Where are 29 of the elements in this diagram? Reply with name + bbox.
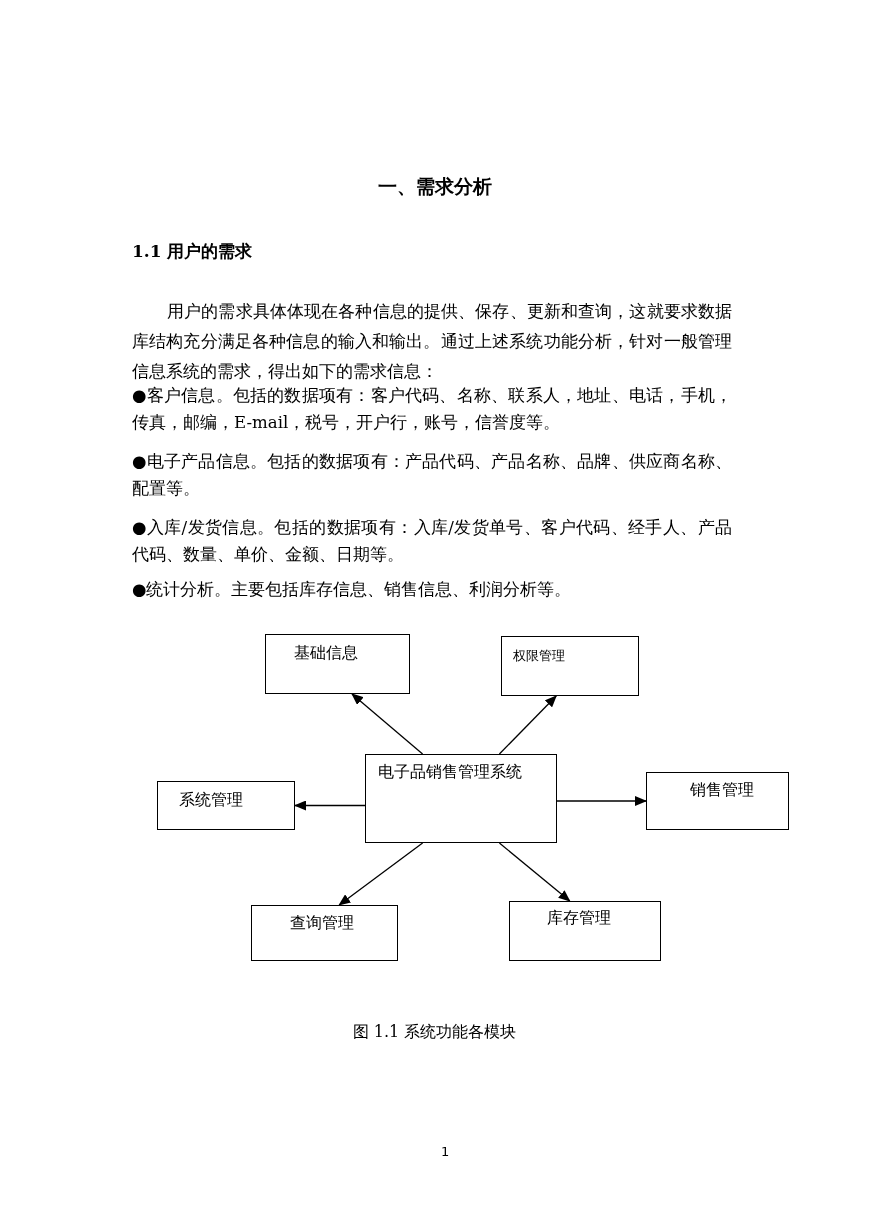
module-box	[501, 636, 639, 696]
page-number: 1	[441, 1144, 450, 1159]
arrow	[498, 695, 557, 755]
arrow	[556, 796, 647, 806]
box-label: 查询管理	[290, 913, 354, 933]
box-label: 基础信息	[294, 643, 358, 663]
arrow	[351, 693, 424, 755]
figure-caption: 图 1.1 系统功能各模块	[352, 1022, 517, 1041]
section-heading: 1.1 用户的需求	[132, 240, 253, 263]
box-label: 销售管理	[690, 780, 754, 800]
module-box	[646, 772, 789, 830]
bullet-item: ●客户信息。包括的数据项有：客户代码、名称、联系人，地址、电话，手机，传真，邮编，E-mail，税号，开户行，账号，信誉度等。	[132, 385, 732, 434]
box-label: 库存管理	[547, 908, 611, 928]
arrow	[294, 800, 366, 811]
body-paragraph: 用户的需求具体体现在各种信息的提供、保存、更新和查询，这就要求数据库结构充分满足各种信息的输入和输出。通过上述系统功能分析，针对一般管理信息系统的需求，得出如下的需求信息：	[132, 301, 732, 383]
system-box	[365, 754, 557, 843]
box-label: 电子品销售管理系统	[378, 762, 522, 782]
module-box	[265, 634, 410, 694]
module-box	[251, 905, 398, 961]
page-title: 一、需求分析	[376, 174, 493, 199]
arrow	[498, 842, 571, 902]
module-box	[509, 901, 661, 961]
box-label: 权限管理	[513, 647, 565, 665]
bullet-item: ●入库/发货信息。包括的数据项有：入库/发货单号、客户代码、经手人、产品代码、数量、单价、金额、日期等。	[132, 517, 732, 566]
box-label: 系统管理	[179, 790, 243, 810]
bullet-item: ●电子产品信息。包括的数据项有：产品代码、产品名称、品牌、供应商名称、配置等。	[132, 451, 732, 500]
module-box	[157, 781, 295, 830]
arrow	[338, 842, 424, 906]
bullet-item: ●统计分析。主要包括库存信息、销售信息、利润分析等。	[132, 579, 573, 601]
